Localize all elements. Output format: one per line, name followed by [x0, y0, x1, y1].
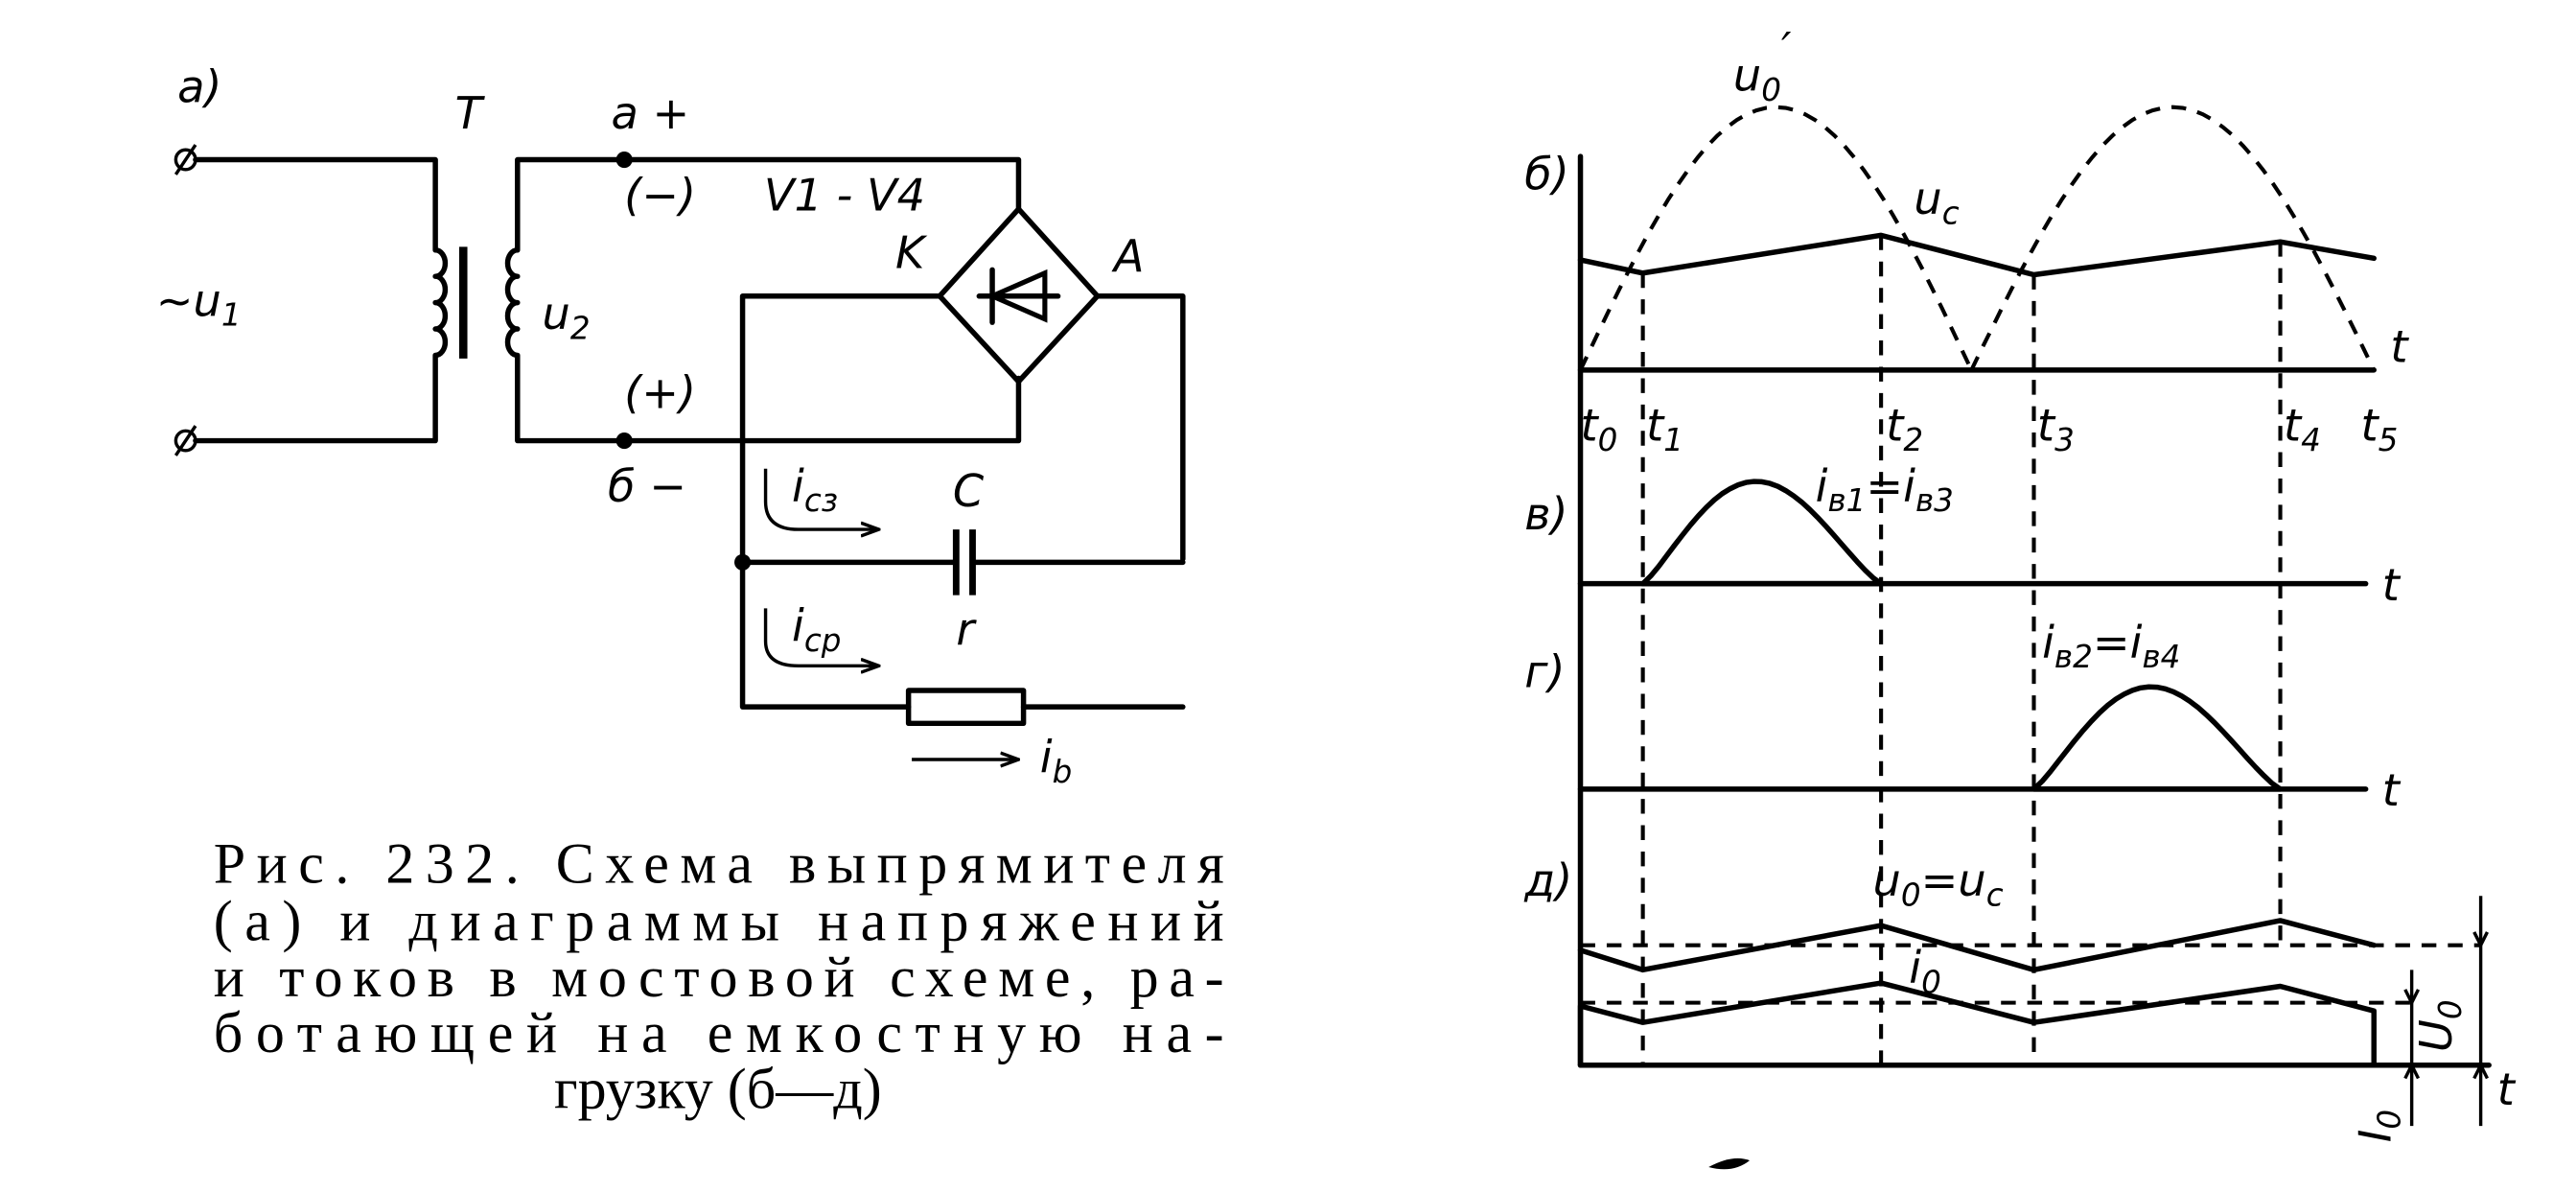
anode-label: A: [1111, 230, 1145, 282]
caption-line: грузку (б—д): [554, 1057, 882, 1120]
print-speck: [1708, 1157, 1751, 1170]
caption-line: ботающей на емкостную на-: [214, 1001, 1224, 1064]
time-label-t5: t5: [2361, 400, 2399, 458]
node-a-label: a +: [611, 87, 689, 139]
dimension-arrows: [2403, 931, 2489, 1080]
capacitor: [739, 529, 1186, 596]
time-label-t0: t0: [1581, 400, 1618, 458]
time-label-t3: t3: [2037, 400, 2075, 458]
diode-current-v1-v3-pulse: [1639, 479, 1884, 587]
figure-caption: Рис. 232. Схема выпрямителя (a) и диагра…: [214, 832, 1224, 1121]
load-current-label: ib: [1040, 732, 1073, 790]
capacitor-label: C: [953, 465, 985, 517]
output-wire-positive: [1094, 293, 1186, 562]
axis-d-label: t: [2497, 1063, 2517, 1115]
caption-line: (a) и диаграммы напряжений: [214, 890, 1224, 953]
node-b-dot: [615, 432, 633, 450]
output-current-label: i0: [1909, 942, 1941, 1000]
avg-current-label: I0: [2349, 1110, 2407, 1142]
axis-b-end-label: t: [2390, 320, 2409, 372]
caption-line: Рис. 232. Схема выпрямителя: [214, 832, 1224, 896]
input-terminal-bottom: [174, 425, 197, 456]
transformer-label: T: [455, 87, 486, 139]
cathode-label: K: [895, 227, 928, 279]
node-b-label: б −: [608, 460, 686, 512]
capacitor-current-label: iсз: [792, 460, 838, 519]
diode-current-v2-v4-label: iв2=iв4: [2042, 617, 2180, 675]
panel-label-d: д): [1523, 854, 1572, 906]
capacitor-current-arrow: [763, 468, 879, 529]
diode-current-v1-v3-label: iв1=iв3: [1816, 460, 1954, 519]
rectifier-circuit: a) T ~u1 u2 a + (−) (+) б − V1 - V4 K A: [156, 61, 1186, 790]
bridge-label: V1 - V4: [764, 170, 925, 222]
panel-label-a: a): [177, 61, 221, 113]
timing-diagrams: б) t u0′ uc t0 t1 t2 t3 t4 t5 в) t iв1=i…: [1523, 23, 2516, 1142]
primary-winding: [193, 156, 449, 444]
resistor-label: r: [956, 603, 977, 655]
rectified-voltage-curve: [1578, 105, 2377, 371]
output-current-area: [1577, 980, 2377, 1068]
capacitor-voltage-curve: [1577, 232, 2377, 278]
time-labels: t0 t1 t2 t3 t4 t5: [1581, 400, 2399, 458]
secondary-voltage-label: u2: [543, 288, 591, 346]
diode-current-v2-v4-pulse: [2031, 684, 2284, 792]
panel-label-v: в): [1524, 488, 1567, 540]
u0-prime-label: u0′: [1733, 23, 1792, 108]
node-a-dot: [615, 151, 633, 169]
axis-v-label: t: [2382, 559, 2402, 611]
time-label-t4: t4: [2284, 400, 2321, 458]
node-b-alt-label: (+): [624, 366, 696, 418]
uc-label: uc: [1914, 173, 1959, 231]
secondary-winding: [504, 156, 1022, 444]
input-terminal-top: [174, 144, 197, 175]
resistor: [905, 688, 1186, 727]
time-label-t2: t2: [1886, 400, 1923, 458]
input-voltage-label: ~u1: [156, 274, 242, 333]
resistor-current-arrow: [763, 608, 879, 666]
panel-label-b: б): [1524, 148, 1569, 199]
output-voltage-label: u0=uc: [1873, 854, 2004, 913]
resistor-current-label: iср: [792, 600, 841, 659]
panel-label-g: г): [1524, 646, 1565, 698]
output-wire-negative: [739, 293, 942, 710]
axis-g-label: t: [2382, 764, 2402, 816]
time-label-t1: t1: [1646, 400, 1683, 458]
node-a-alt-label: (−): [624, 170, 696, 222]
output-voltage-curve: [1577, 918, 2377, 973]
avg-voltage-label: U0: [2410, 999, 2469, 1052]
diode-bridge: [937, 206, 1101, 385]
caption-line: и токов в мостовой схеме, ра-: [214, 946, 1224, 1009]
